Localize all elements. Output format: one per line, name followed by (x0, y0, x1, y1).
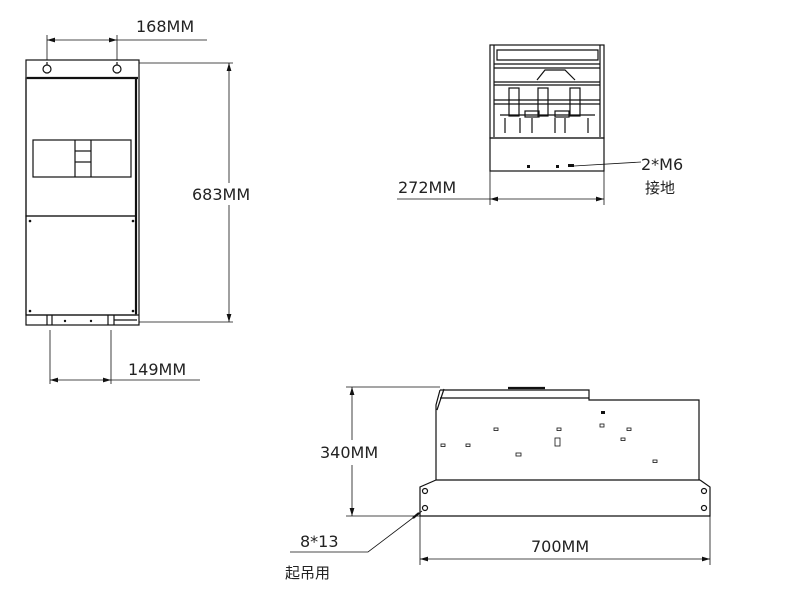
lifting-leader (290, 510, 423, 553)
side-lower-body (489, 137, 605, 172)
front-view: 168MM 683MM 149MM (25, 17, 250, 384)
grounding-note: 接地 (645, 179, 675, 197)
lifting-note: 起吊用 (285, 564, 330, 582)
enclosure-outline (25, 59, 140, 326)
dim-683: 683MM (192, 185, 250, 204)
upper-panel (25, 77, 137, 217)
grounding-leader (573, 161, 642, 167)
side-view: 272MM 2*M6 接地 (397, 44, 683, 205)
display-window (32, 139, 132, 178)
dim-168: 168MM (136, 17, 194, 36)
lifting-hole-icon (421, 487, 708, 512)
dim-149: 149MM (128, 360, 186, 379)
side-upper-body (489, 44, 605, 139)
dim-700: 700MM (531, 537, 589, 556)
dim-340: 340MM (320, 443, 378, 462)
lower-panel (25, 215, 137, 316)
mounting-hole-icon (42, 62, 122, 74)
dim-272: 272MM (398, 178, 456, 197)
lifting-spec: 8*13 (300, 532, 339, 551)
long-side-view: 340MM 700MM 8*13 起吊用 (285, 386, 711, 582)
grounding-spec: 2*M6 (641, 155, 683, 174)
